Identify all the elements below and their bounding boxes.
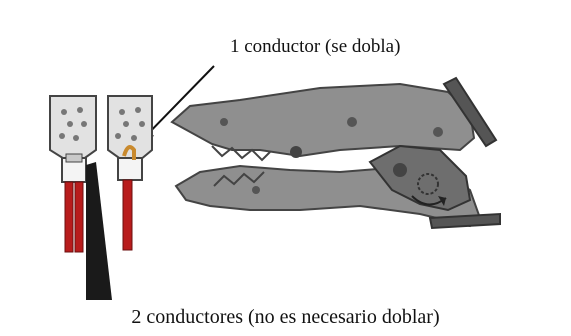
label-one-conductor: 1 conductor (se dobla) — [230, 36, 401, 57]
wire-red-left-1 — [64, 181, 74, 253]
terminal-left — [49, 95, 97, 183]
wire-red-left-2 — [74, 181, 84, 253]
terminal-right — [107, 95, 153, 181]
crimping-tool — [170, 76, 501, 230]
wire-red-right — [122, 179, 133, 251]
label-two-conductors: 2 conductores (no es necesario doblar) — [131, 306, 440, 328]
leader-bar-bottom — [86, 162, 112, 300]
